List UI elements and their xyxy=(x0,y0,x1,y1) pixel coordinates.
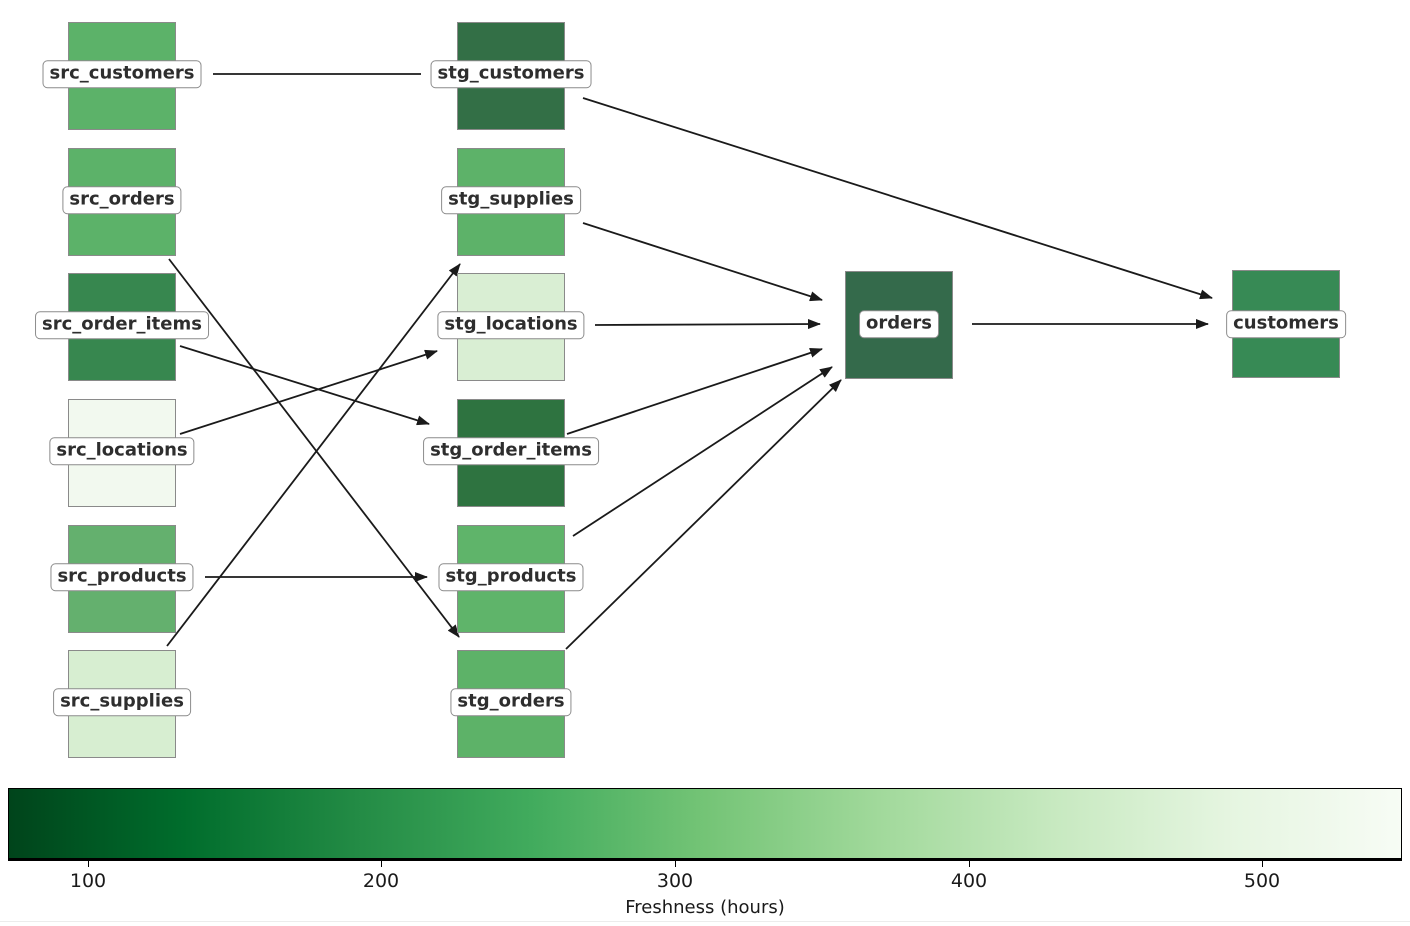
colorbar-axis-label: Freshness (hours) xyxy=(625,897,785,918)
edge-stg_supplies-orders xyxy=(582,222,823,302)
edge-stg_locations-orders xyxy=(594,319,821,330)
node-label-stg_customers: stg_customers xyxy=(430,60,592,88)
colorbar-tick-label: 200 xyxy=(362,870,400,892)
node-label-customers: customers xyxy=(1226,310,1346,338)
edge-stg_orders-orders xyxy=(565,379,842,650)
colorbar-tick xyxy=(88,861,89,867)
node-label-stg_locations: stg_locations xyxy=(437,311,585,339)
colorbar-axis xyxy=(8,859,1402,861)
edge-stg_order_items-orders xyxy=(566,348,823,435)
colorbar-tick-label: 400 xyxy=(950,870,988,892)
edge-stg_products-orders xyxy=(572,366,833,537)
freshness-colorbar xyxy=(8,788,1402,859)
colorbar-tick-label: 300 xyxy=(656,870,694,892)
edge-src_order_items-stg_order_items xyxy=(179,345,430,426)
node-label-src_customers: src_customers xyxy=(42,60,202,88)
edge-src_supplies-stg_supplies xyxy=(166,263,461,647)
node-label-src_orders: src_orders xyxy=(62,186,182,214)
node-label-stg_orders: stg_orders xyxy=(450,688,572,716)
colorbar-tick-label: 100 xyxy=(69,870,107,892)
node-label-src_products: src_products xyxy=(50,563,194,591)
node-label-stg_supplies: stg_supplies xyxy=(441,186,581,214)
edge-src_locations-stg_locations xyxy=(179,349,438,435)
colorbar-tick xyxy=(969,861,970,867)
node-label-orders: orders xyxy=(859,310,939,338)
edge-src_orders-stg_orders xyxy=(168,258,460,638)
edge-stg_customers-customers xyxy=(582,97,1213,300)
colorbar-tick xyxy=(1262,861,1263,867)
figure-bottom-rule xyxy=(0,921,1410,922)
node-label-stg_products: stg_products xyxy=(438,563,584,591)
node-label-src_order_items: src_order_items xyxy=(35,311,209,339)
node-label-src_locations: src_locations xyxy=(49,437,195,465)
colorbar-tick-label: 500 xyxy=(1243,870,1281,892)
colorbar-tick xyxy=(675,861,676,867)
colorbar-tick xyxy=(381,861,382,867)
node-label-src_supplies: src_supplies xyxy=(53,688,191,716)
node-label-stg_order_items: stg_order_items xyxy=(423,437,599,465)
